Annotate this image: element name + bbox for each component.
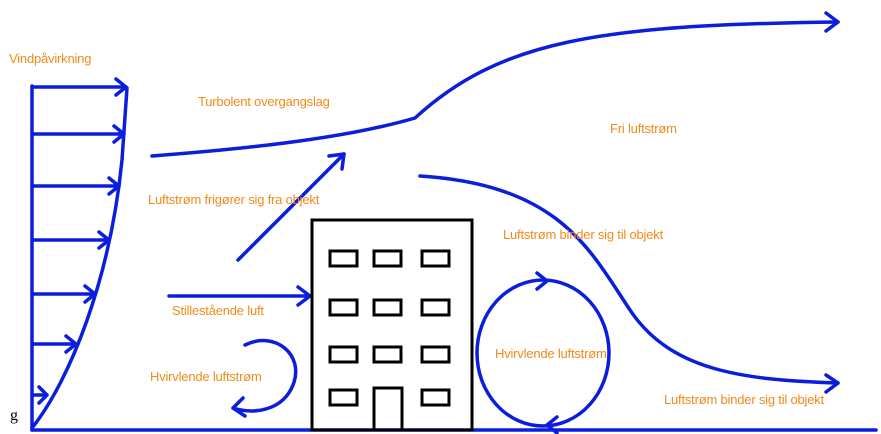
window: [420, 298, 451, 317]
window: [328, 298, 359, 317]
building-outline: [310, 218, 474, 432]
reattachment-curve: [418, 174, 840, 385]
window: [372, 345, 403, 364]
reattachment-arrowhead: [824, 373, 840, 394]
wind-arrow: [30, 334, 78, 354]
still-air-arrow: [167, 285, 312, 307]
wind-profile-curve: [30, 86, 129, 430]
label-swirling-left: Hvirvlende luftstrøm: [150, 369, 262, 384]
window: [328, 388, 359, 407]
right-vortex-top-arrowhead: [535, 271, 549, 291]
free-airflow-arrowhead: [824, 11, 840, 33]
separation-arrow: [236, 152, 346, 262]
left-vortex: [231, 338, 298, 413]
label-airflow-attaches-top: Luftstrøm binder sig til objekt: [503, 227, 663, 242]
building-windows: [328, 249, 451, 407]
window: [372, 249, 403, 268]
label-still-air: Stillestående luft: [172, 303, 264, 318]
window: [328, 345, 359, 364]
label-free-airflow: Fri luftstrøm: [610, 121, 677, 136]
label-airflow-separates: Luftstrøm frigører sig fra objekt: [148, 192, 320, 207]
separation-arrowhead: [327, 152, 346, 171]
building-door: [372, 386, 404, 430]
wind-arrow: [30, 176, 121, 196]
left-vortex-arrowhead: [231, 396, 247, 418]
wind-arrow: [30, 230, 111, 250]
free-airflow-curve: [150, 20, 840, 158]
label-airflow-attaches-bottom: Luftstrøm binder sig til objekt: [664, 392, 824, 407]
wind-arrow: [30, 124, 126, 144]
window: [328, 249, 359, 268]
window: [420, 249, 451, 268]
window: [420, 388, 451, 407]
stray-glyph: g: [10, 407, 18, 424]
label-wind-impact: Vindpåvirkning: [9, 51, 92, 66]
window: [372, 298, 403, 317]
label-swirling-right: Hvirvlende luftstrøm: [495, 346, 607, 361]
window: [420, 345, 451, 364]
label-turbulent-layer: Turbolent overgangslag: [198, 94, 330, 109]
wind-arrows: [30, 77, 128, 405]
wind-arrow: [30, 284, 97, 304]
right-vortex-bottom-arrowhead: [545, 415, 559, 434]
building: [310, 218, 474, 432]
wind-arrow: [30, 385, 49, 405]
wind-arrow: [30, 77, 128, 97]
